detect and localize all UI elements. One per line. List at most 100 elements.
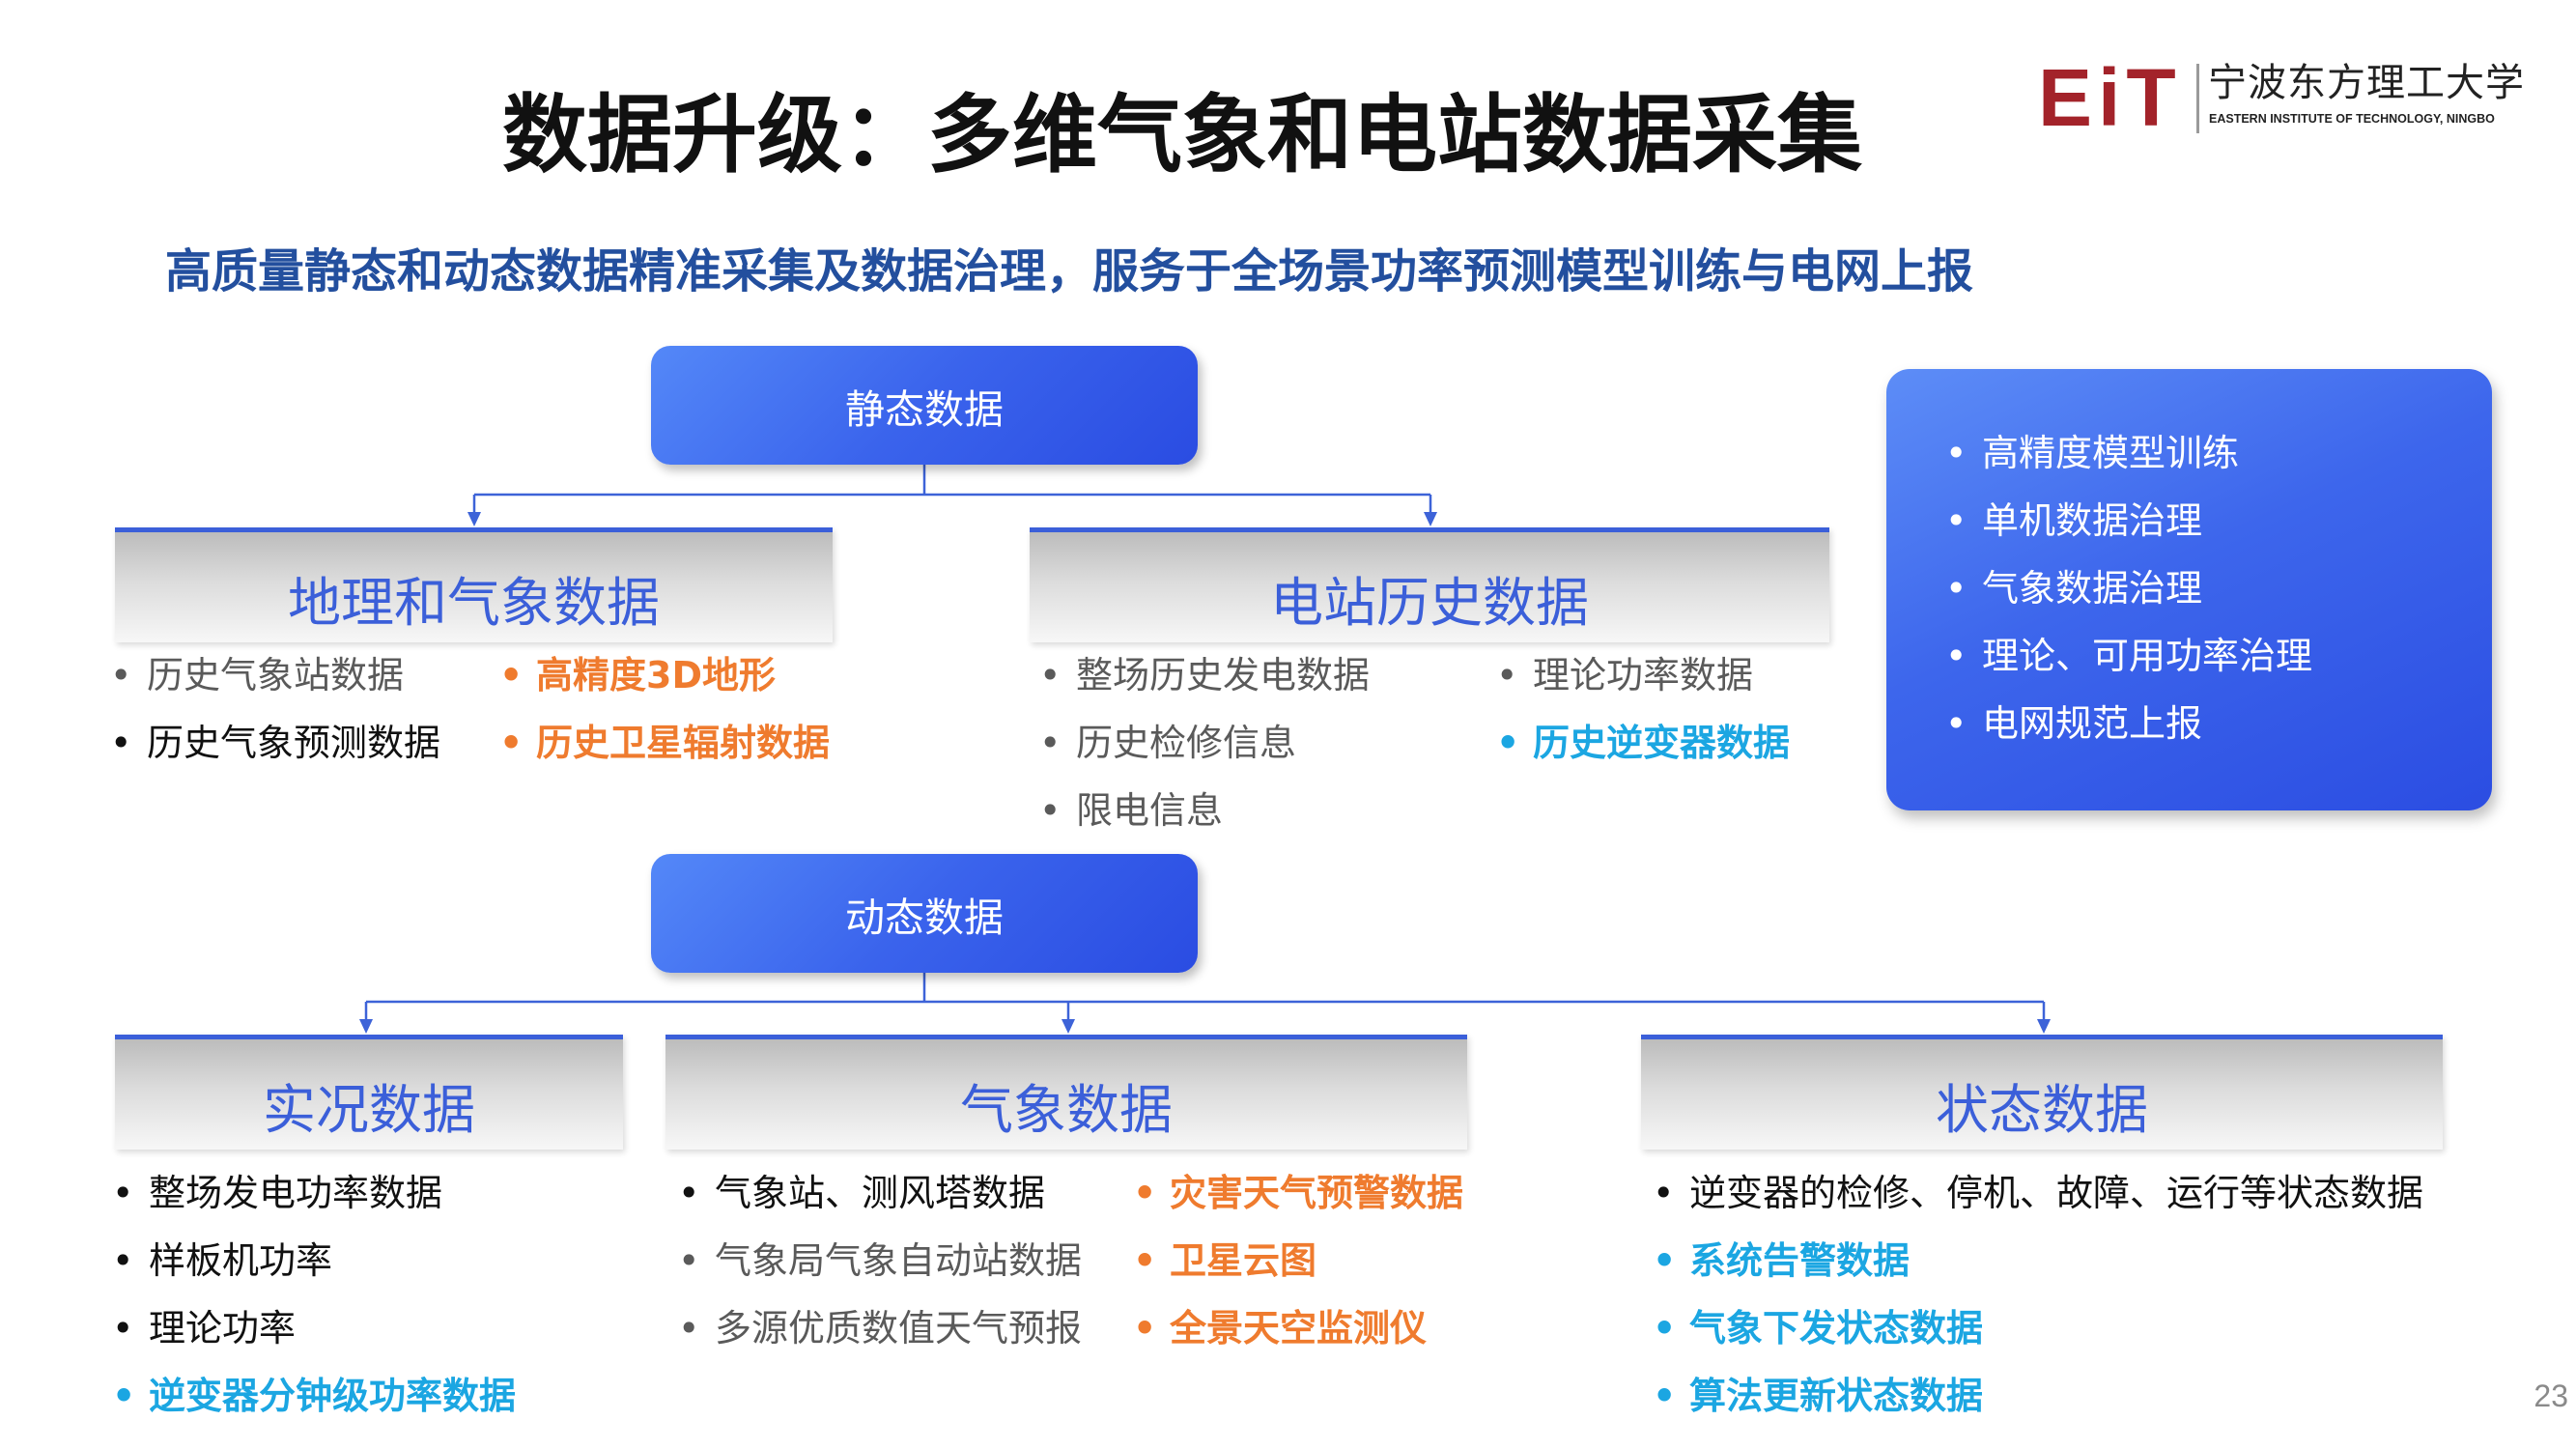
realtime-header: 实况数据 xyxy=(115,1035,623,1150)
list-item-text: 单机数据治理 xyxy=(1982,499,2203,542)
logo-mark: EiT xyxy=(2038,52,2182,143)
list-item-text: 历史气象预测数据 xyxy=(147,722,441,764)
dynamic-data-box: 动态数据 xyxy=(651,854,1198,973)
bullet-icon: • xyxy=(112,1307,134,1350)
list-item-text: 系统告警数据 xyxy=(1689,1239,1911,1282)
list-item: • 整场发电功率数据 xyxy=(112,1159,516,1227)
status-title: 状态数据 xyxy=(1935,1079,2148,1141)
list-item-text: 样板机功率 xyxy=(149,1239,333,1282)
list-item-text: 高精度模型训练 xyxy=(1982,432,2240,474)
list-item-text: 灾害天气预警数据 xyxy=(1170,1172,1464,1214)
list-item: •逆变器分钟级功率数据 xyxy=(112,1362,516,1430)
static-data-label: 静态数据 xyxy=(845,385,1004,433)
list-item-text: 历史逆变器数据 xyxy=(1533,722,1791,764)
bullet-icon: • xyxy=(1039,722,1062,764)
bullet-icon: • xyxy=(112,1172,134,1214)
bullet-icon: • xyxy=(1496,654,1518,696)
list-item: • 样板机功率 xyxy=(112,1227,516,1294)
bullet-icon: • xyxy=(112,1239,134,1282)
list-item-text: 理论功率数据 xyxy=(1533,654,1754,696)
arrow-head-icon xyxy=(467,512,481,526)
list-item-text: 气象局气象自动站数据 xyxy=(715,1239,1083,1282)
list-item-text: 理论、可用功率治理 xyxy=(1982,635,2313,677)
list-item: • 全景天空监测仪 xyxy=(1133,1294,1463,1362)
list-item-text: 历史卫星辐射数据 xyxy=(536,722,831,764)
arrow-head-icon xyxy=(359,1019,373,1034)
list-item: • 历史气象预测数据 xyxy=(110,709,440,777)
bullet-icon: • xyxy=(110,722,132,764)
list-item-text: 逆变器的检修、停机、故障、运行等状态数据 xyxy=(1689,1172,2424,1214)
bullet-icon: • xyxy=(1133,1239,1157,1282)
bullet-icon: • xyxy=(678,1172,700,1214)
arrow-head-icon xyxy=(1062,1019,1075,1034)
list-item: •历史检修信息 xyxy=(1039,709,1370,777)
bullet-icon: • xyxy=(678,1239,700,1282)
list-item: •算法更新状态数据 xyxy=(1653,1362,2423,1430)
status-header: 状态数据 xyxy=(1641,1035,2443,1150)
list-item: • 气象站、测风塔数据 xyxy=(678,1159,1082,1227)
weather-header: 气象数据 xyxy=(665,1035,1467,1150)
bullet-icon: • xyxy=(499,722,524,764)
list-item: • 历史逆变器数据 xyxy=(1496,709,1790,777)
list-item-text: 电网规范上报 xyxy=(1982,702,2203,745)
bullet-icon: • xyxy=(499,654,524,696)
bullet-icon: • xyxy=(1945,567,1967,610)
application-panel: •高精度模型训练 •单机数据治理 •气象数据治理 •理论、可用功率治理 •电网规… xyxy=(1886,369,2492,810)
list-item: •理论功率 xyxy=(112,1294,516,1362)
list-item-text: 全景天空监测仪 xyxy=(1170,1307,1428,1350)
plant-history-header: 电站历史数据 xyxy=(1030,527,1829,642)
list-item: •气象数据治理 xyxy=(1945,554,2312,622)
arrow-head-icon xyxy=(1424,512,1437,526)
page-title: 数据升级：多维气象和电站数据采集 xyxy=(502,85,1863,185)
logo-name-en: EASTERN INSTITUTE OF TECHNOLOGY, NINGBO xyxy=(2209,112,2495,126)
static-data-box: 静态数据 xyxy=(651,346,1198,465)
page-number: 23 xyxy=(2534,1378,2568,1413)
plant-history-list-col1: •整场历史发电数据 •历史检修信息 • 限电信息 xyxy=(1039,641,1370,844)
list-item: •多源优质数值天气预报 xyxy=(678,1294,1082,1362)
bullet-icon: • xyxy=(1133,1307,1157,1350)
realtime-list: • 整场发电功率数据 • 样板机功率 •理论功率 •逆变器分钟级功率数据 xyxy=(112,1159,516,1430)
list-item: • 历史气象站数据 xyxy=(110,641,440,709)
bullet-icon: • xyxy=(1945,432,1967,474)
list-item-text: 历史气象站数据 xyxy=(147,654,405,696)
bullet-icon: • xyxy=(110,654,132,696)
list-item-text: 高精度3D地形 xyxy=(536,654,776,696)
bullet-icon: • xyxy=(1945,499,1967,542)
bullet-icon: • xyxy=(1653,1239,1677,1282)
geo-weather-header: 地理和气象数据 xyxy=(115,527,833,642)
bullet-icon: • xyxy=(1496,722,1520,764)
list-item: • 逆变器的检修、停机、故障、运行等状态数据 xyxy=(1653,1159,2423,1227)
bullet-icon: • xyxy=(1039,789,1062,832)
list-item-text: 整场发电功率数据 xyxy=(149,1172,443,1214)
realtime-title: 实况数据 xyxy=(262,1079,475,1141)
bullet-icon: • xyxy=(1653,1172,1675,1214)
dynamic-data-label: 动态数据 xyxy=(845,894,1004,941)
list-item: • 系统告警数据 xyxy=(1653,1227,2423,1294)
list-item: • 高精度3D地形 xyxy=(499,641,830,709)
list-item-text: 气象下发状态数据 xyxy=(1689,1307,1984,1350)
page-subtitle: 高质量静态和动态数据精准采集及数据治理，服务于全场景功率预测模型训练与电网上报 xyxy=(165,244,1974,298)
bullet-icon: • xyxy=(1039,654,1062,696)
status-list: •逆变器的检修、停机、故障、运行等状态数据 •系统告警数据 •气象下发状态数据 … xyxy=(1653,1159,2423,1430)
list-item: • 历史卫星辐射数据 xyxy=(499,709,830,777)
weather-list-col2: • 灾害天气预警数据 •卫星云图 • 全景天空监测仪 xyxy=(1133,1159,1463,1362)
list-item-text: 气象站、测风塔数据 xyxy=(715,1172,1046,1214)
geo-weather-title: 地理和气象数据 xyxy=(287,572,660,634)
geo-weather-list-col2: • 高精度3D地形 • 历史卫星辐射数据 xyxy=(499,641,830,777)
bullet-icon: • xyxy=(678,1307,700,1350)
list-item-text: 限电信息 xyxy=(1076,789,1224,832)
list-item: • 高精度模型训练 xyxy=(1945,419,2312,487)
weather-list-col1: • 气象站、测风塔数据 • 气象局气象自动站数据 •多源优质数值天气预报 xyxy=(678,1159,1082,1362)
list-item: • 灾害天气预警数据 xyxy=(1133,1159,1463,1227)
list-item: •电网规范上报 xyxy=(1945,690,2312,757)
list-item: •理论、可用功率治理 xyxy=(1945,622,2312,690)
list-item: •整场历史发电数据 xyxy=(1039,641,1370,709)
bullet-icon: • xyxy=(1133,1172,1157,1214)
bullet-icon: • xyxy=(1653,1307,1677,1350)
plant-history-list-col2: • 理论功率数据 • 历史逆变器数据 xyxy=(1496,641,1790,777)
list-item: • 限电信息 xyxy=(1039,777,1370,844)
geo-weather-list-col1: • 历史气象站数据 • 历史气象预测数据 xyxy=(110,641,440,777)
list-item: •卫星云图 xyxy=(1133,1227,1463,1294)
